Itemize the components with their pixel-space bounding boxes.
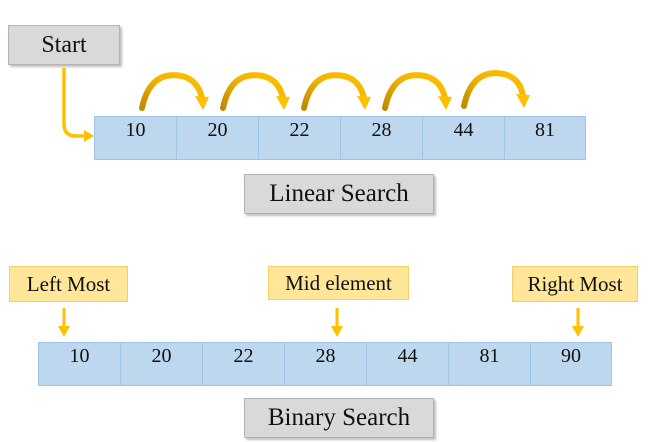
hop-arrow-1 bbox=[139, 72, 209, 111]
binary-array-cell: 81 bbox=[448, 342, 531, 386]
hop-arrow-4 bbox=[382, 72, 452, 111]
mid-element-label: Mid element bbox=[268, 266, 409, 300]
mid-element-pointer-arrow bbox=[331, 308, 343, 337]
linear-array-cell: 22 bbox=[258, 116, 341, 160]
start-connector-arrowhead bbox=[84, 130, 94, 142]
hop-arrow-2 bbox=[220, 72, 290, 111]
binary-array-cell: 90 bbox=[530, 342, 612, 386]
start-connector-arrow bbox=[62, 68, 84, 138]
binary-array-cell: 20 bbox=[120, 342, 203, 386]
right-most-label: Right Most bbox=[512, 266, 638, 302]
linear-search-array: 10 20 22 28 44 81 bbox=[94, 116, 586, 160]
binary-search-array: 10 20 22 28 44 81 90 bbox=[38, 342, 612, 386]
binary-search-caption: Binary Search bbox=[244, 398, 434, 438]
linear-array-cell: 20 bbox=[176, 116, 259, 160]
hop-arrow-5 bbox=[461, 70, 530, 109]
left-most-label: Left Most bbox=[9, 266, 128, 302]
linear-array-cell: 28 bbox=[340, 116, 423, 160]
hop-arrow-3 bbox=[301, 72, 371, 111]
linear-search-caption: Linear Search bbox=[244, 174, 434, 214]
binary-array-cell: 28 bbox=[284, 342, 367, 386]
linear-array-cell: 10 bbox=[94, 116, 177, 160]
left-most-pointer-arrow bbox=[58, 308, 70, 337]
binary-array-cell: 44 bbox=[366, 342, 449, 386]
linear-array-cell: 81 bbox=[504, 116, 586, 160]
right-most-pointer-arrow bbox=[572, 308, 584, 337]
binary-array-cell: 22 bbox=[202, 342, 285, 386]
start-label: Start bbox=[8, 25, 120, 65]
linear-array-cell: 44 bbox=[422, 116, 505, 160]
binary-array-cell: 10 bbox=[38, 342, 121, 386]
